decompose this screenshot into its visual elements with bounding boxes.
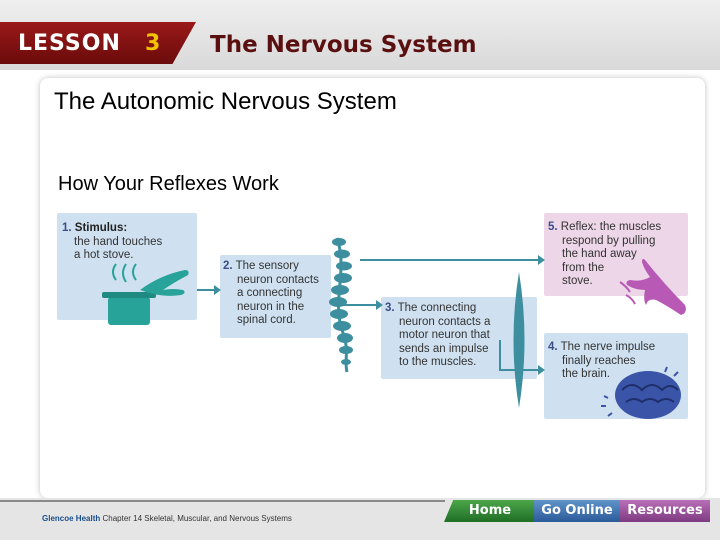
- step-2-number: 2.: [223, 260, 233, 272]
- step-5-line-5: stove.: [562, 275, 593, 287]
- step-2-line-1: The sensory: [236, 260, 299, 272]
- step-4-number: 4.: [548, 341, 558, 353]
- step-5-line-3: the hand away: [562, 248, 637, 260]
- step-3-text: 3. The connecting neuron contacts a moto…: [385, 302, 490, 370]
- step-5-line-2: respond by pulling: [562, 235, 655, 247]
- footer-divider: [0, 500, 445, 502]
- step-4-line-1: The nerve impulse: [561, 341, 656, 353]
- step-4-line-2: finally reaches: [562, 355, 636, 367]
- step-5-line-4: from the: [562, 262, 604, 274]
- motor-neuron-icon: [514, 272, 525, 408]
- step-5-line-1: Reflex: the muscles: [561, 221, 661, 233]
- step-3-line-2: neuron contacts a: [399, 316, 490, 328]
- footer-citation: Glencoe Health Chapter 14 Skeletal, Musc…: [42, 514, 292, 523]
- home-button[interactable]: Home: [444, 500, 536, 522]
- step-1-line-3: a hot stove.: [74, 249, 133, 261]
- step-2-line-4: neuron in the: [237, 301, 304, 313]
- step-3-line-4: sends an impulse: [399, 343, 489, 355]
- step-1-number: 1.: [62, 222, 72, 234]
- step-5-number: 5.: [548, 221, 558, 233]
- step-5-text: 5. Reflex: the muscles respond by pullin…: [548, 221, 661, 289]
- step-4-line-3: the brain.: [562, 368, 610, 380]
- step-2-line-2: neuron contacts: [237, 274, 319, 286]
- step-3-line-3: motor neuron that: [399, 329, 490, 341]
- resources-button[interactable]: Resources: [620, 500, 710, 522]
- step-3-number: 3.: [385, 302, 395, 314]
- step-1-line-2: the hand touches: [74, 236, 162, 248]
- step-1-text: 1. Stimulus: the hand touches a hot stov…: [62, 222, 162, 263]
- hand-icon: [140, 270, 189, 296]
- step-3-line-5: to the muscles.: [399, 356, 476, 368]
- go-online-button[interactable]: Go Online: [534, 500, 620, 522]
- step-4-text: 4. The nerve impulse finally reaches the…: [548, 341, 655, 382]
- step-2-line-5: spinal cord.: [237, 314, 296, 326]
- step-2-line-3: a connecting: [237, 287, 302, 299]
- stove-pot-icon: [102, 264, 156, 325]
- step-2-text: 2. The sensory neuron contacts a connect…: [223, 260, 319, 328]
- step-3-line-1: The connecting: [398, 302, 477, 314]
- footer-chapter: Chapter 14 Skeletal, Muscular, and Nervo…: [102, 514, 291, 523]
- footer-publisher: Glencoe Health: [42, 514, 100, 523]
- step-1-line-1: Stimulus:: [75, 222, 127, 234]
